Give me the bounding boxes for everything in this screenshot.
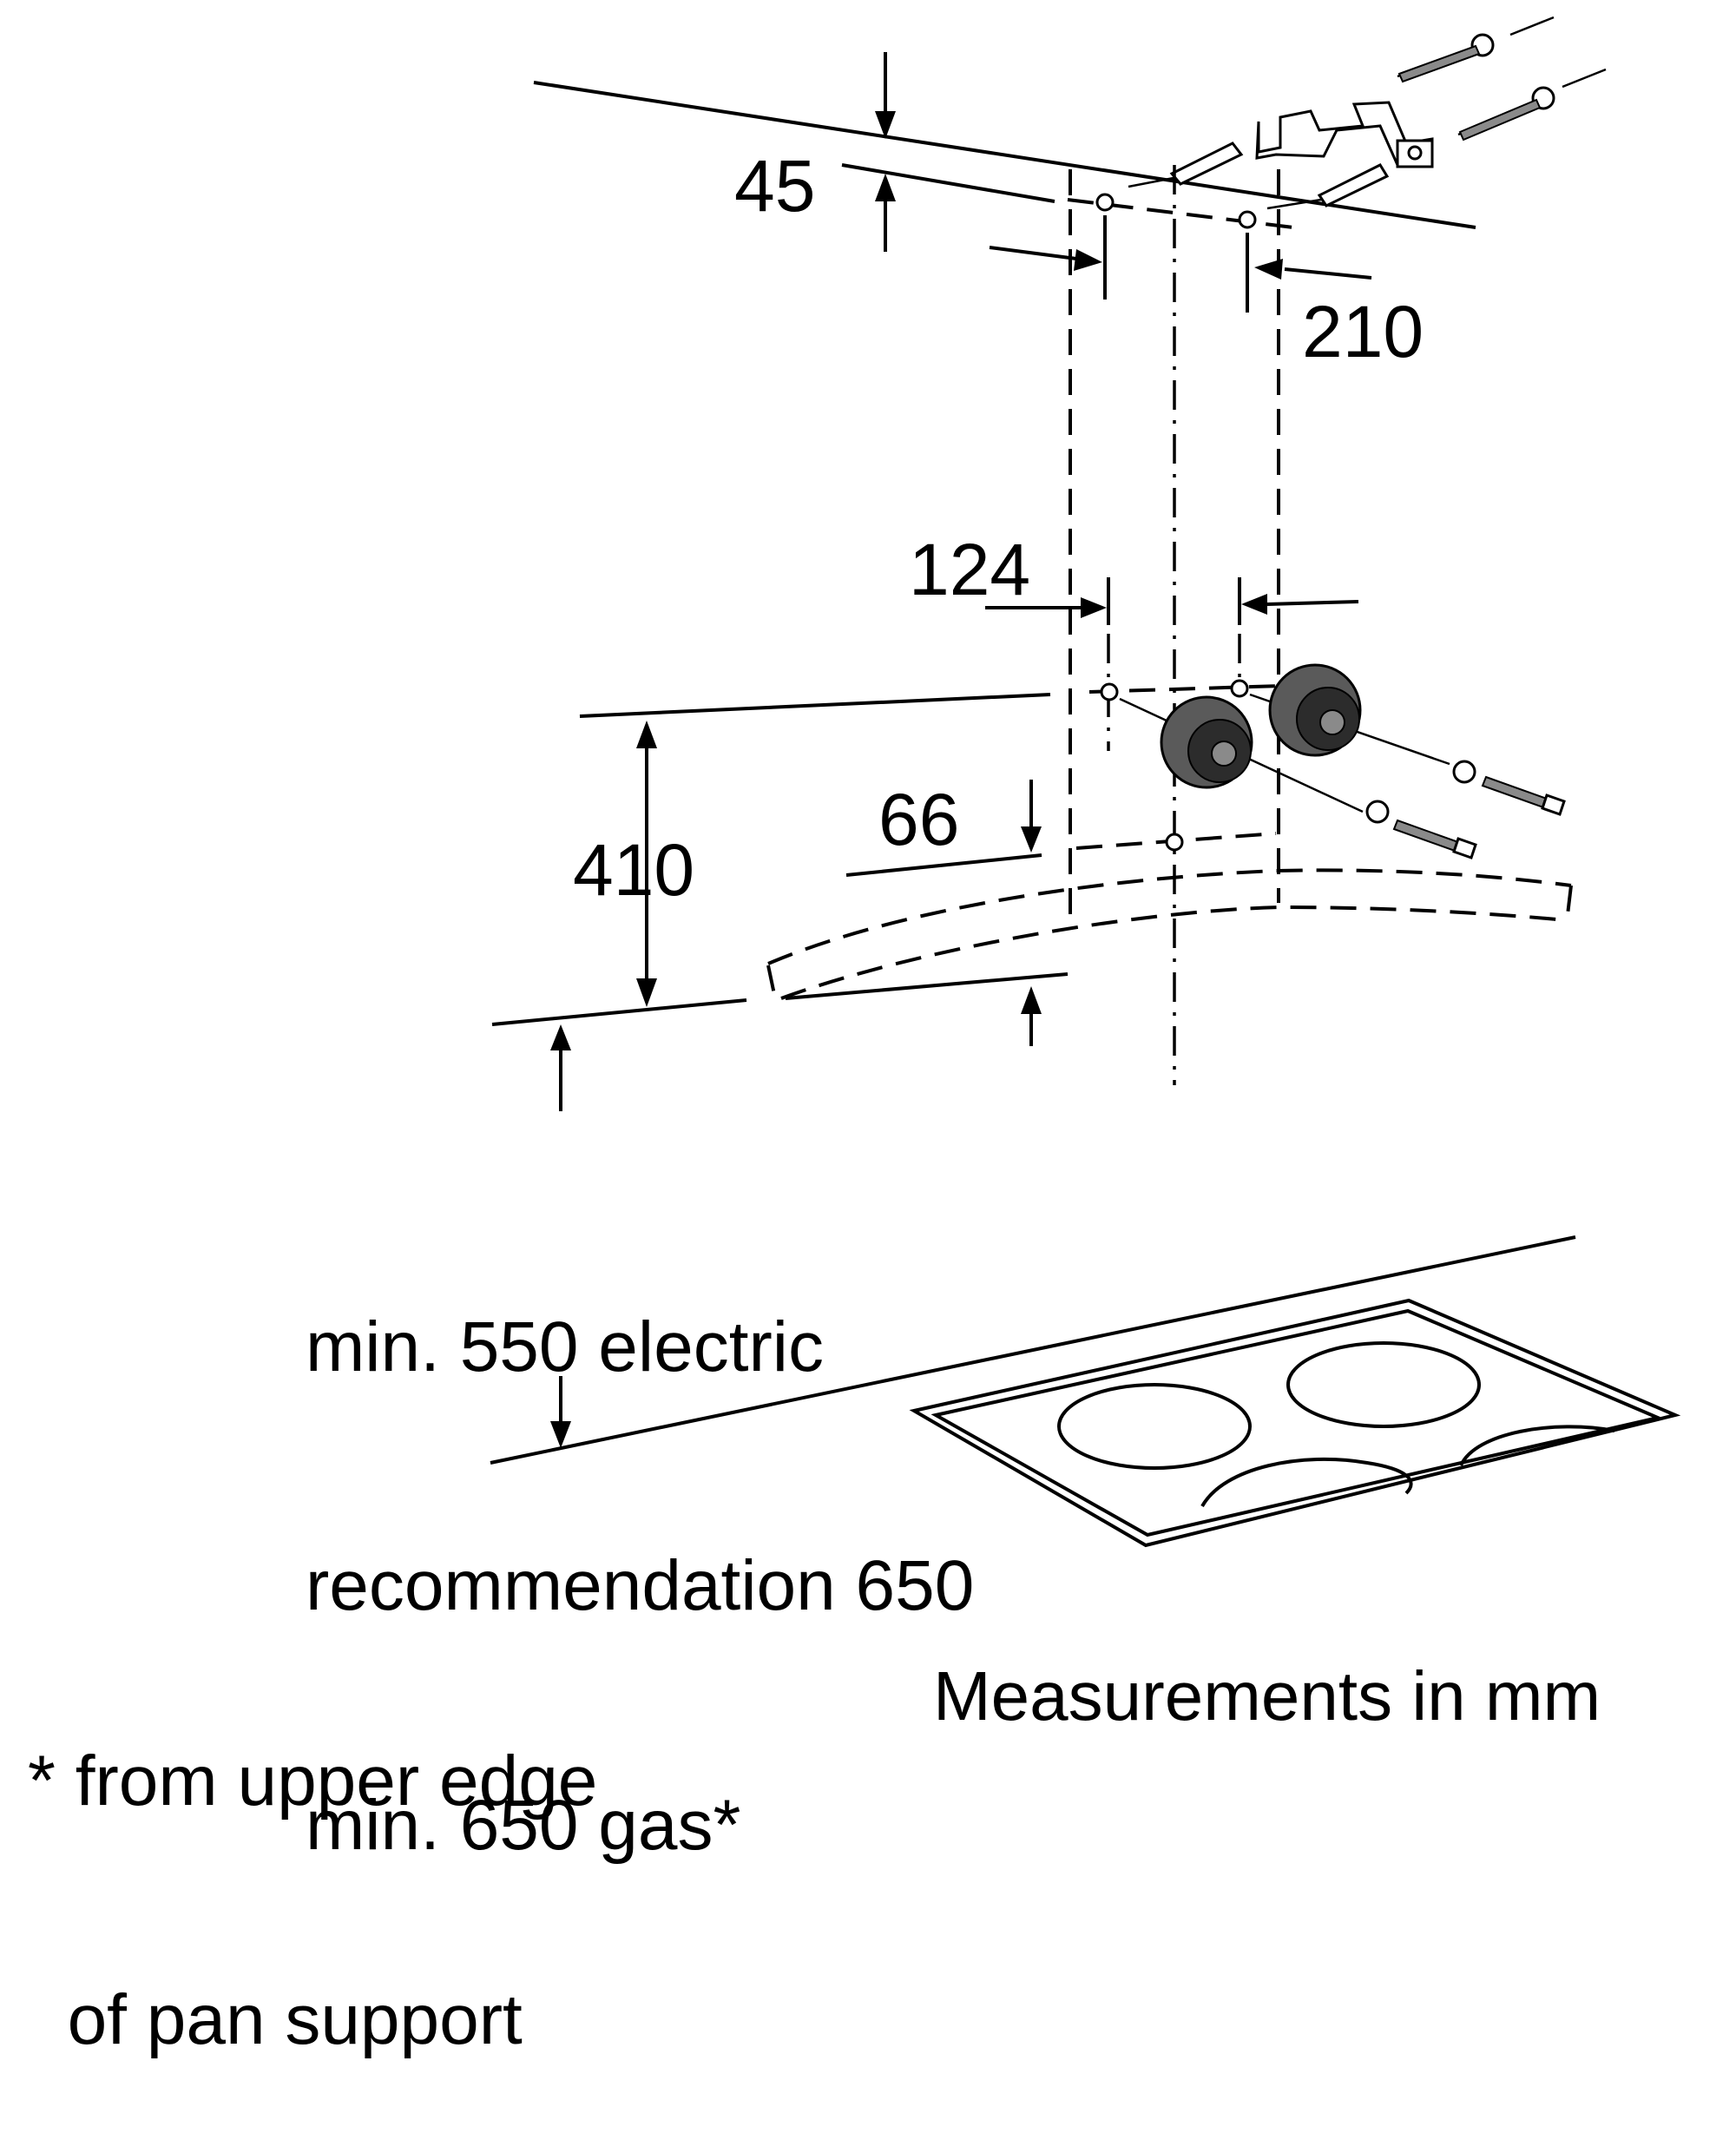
- clearance-note-line-1: min. 550 electric: [306, 1307, 825, 1386]
- clearance-arrow-marks: [550, 1024, 571, 1448]
- chimney-outline: [1069, 165, 1280, 1085]
- dimension-45-label: 45: [734, 145, 816, 227]
- lower-drill-holes: [1088, 679, 1450, 813]
- cooktop: [909, 1298, 1681, 1548]
- units-note: Measurements in mm: [933, 1657, 1601, 1735]
- dimension-410-label: 410: [573, 829, 695, 911]
- dimension-410-marks: [491, 721, 747, 1026]
- ceiling-line: [533, 81, 1476, 229]
- dimension-210-marks: [989, 246, 1372, 280]
- dimension-124-label: 124: [909, 529, 1031, 610]
- upper-bracket-assembly: [1128, 16, 1607, 210]
- lower-fixings: [1160, 663, 1566, 859]
- footnote: * from upper edge of pan support: [28, 1582, 597, 2140]
- footnote-line-1: * from upper edge: [28, 1741, 598, 1821]
- installation-diagram: [490, 16, 1681, 1548]
- dimension-66-marks: [1021, 780, 1042, 1046]
- dimension-66-label: 66: [878, 779, 960, 860]
- dimension-45-marks: [841, 52, 1055, 252]
- worktop-line: [490, 1235, 1576, 1465]
- footnote-line-2: of pan support: [28, 1980, 523, 2060]
- upper-drill-holes: [1067, 193, 1294, 313]
- dimension-124-marks: [985, 577, 1359, 751]
- dimension-210-label: 210: [1302, 291, 1424, 372]
- clearance-note-line-2: recommendation 650: [306, 1546, 975, 1626]
- hood-canopy: [579, 693, 1573, 1000]
